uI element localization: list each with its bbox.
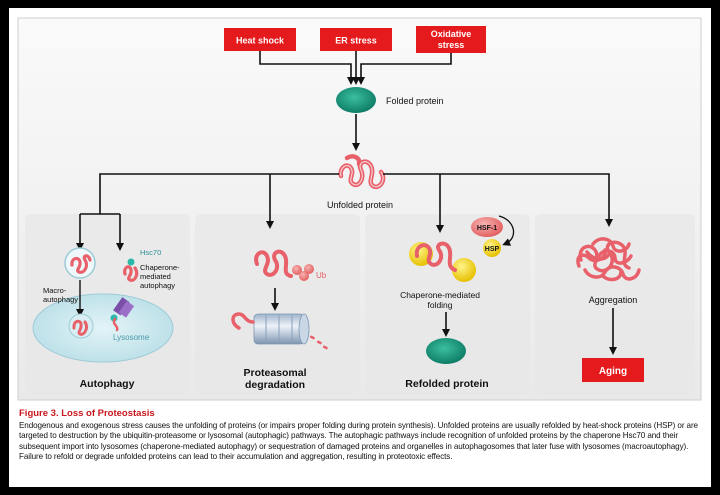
hsp-node: HSP (483, 239, 501, 257)
panel-title-proteasomal-line-1: Proteasomal (243, 367, 306, 379)
peptide-fragments (309, 335, 328, 350)
cma-label-line-3: autophagy (140, 281, 175, 290)
cma-label-line-2: mediated (140, 272, 171, 281)
aggregation-label: Aggregation (589, 295, 638, 305)
ubiquitinated-protein (254, 249, 293, 278)
aggregation-panel (535, 214, 695, 394)
unfolded-protein-highlight (340, 161, 384, 188)
macroautophagy-label-line-2: autophagy (43, 295, 78, 304)
stressor-label-line-2: stress (438, 40, 465, 50)
aggregate-shape (576, 237, 641, 282)
ubiquitin-chain (292, 264, 314, 281)
macroautophagy-label-line-1: Macro- (43, 286, 67, 295)
refolded-protein-shape (426, 338, 466, 364)
lysosome-protein (72, 319, 88, 336)
figure-frame: Heat shock ER stress Oxidative stress Fo… (9, 8, 711, 487)
panel-title-autophagy: Autophagy (80, 378, 135, 390)
caption-title: Figure 3. Loss of Proteostasis (19, 408, 155, 419)
aging-label: Aging (599, 366, 627, 377)
proteasome-shape (253, 313, 310, 345)
lamp2a-receptor (110, 297, 135, 332)
folded-protein-label: Folded protein (386, 96, 444, 106)
panel-title-refolded: Refolded protein (405, 378, 488, 390)
lysosome-label: Lysosome (113, 333, 150, 342)
proteostasis-diagram: Heat shock ER stress Oxidative stress Fo… (17, 17, 702, 401)
lysosome-shape (32, 293, 174, 363)
substrate-entering (231, 312, 255, 330)
hsc70-label: Hsc70 (140, 248, 161, 257)
refolded-panel (365, 214, 530, 394)
aging-box: Aging (582, 358, 644, 382)
chaperone-folding-label-line-2: folding (427, 300, 452, 310)
autophagosome-protein (70, 254, 92, 274)
stressor-label: Heat shock (236, 36, 285, 46)
hsc70-dot (127, 258, 135, 266)
stressor-oxidative-stress: Oxidative stress (416, 26, 486, 53)
ub-label: Ub (316, 271, 327, 280)
unfolded-protein-label: Unfolded protein (327, 200, 393, 210)
chaperone-complex (409, 241, 476, 282)
panel-title-proteasomal-line-2: degradation (245, 379, 305, 391)
hsf1-node: HSF-1 (471, 217, 503, 237)
cma-label-line-1: Chaperone- (140, 263, 180, 272)
stressor-label-line-1: Oxidative (431, 29, 472, 39)
stressor-heat-shock: Heat shock (224, 28, 296, 51)
stressor-label: ER stress (335, 36, 377, 46)
chaperone-folding-label-line-1: Chaperone-mediated (400, 290, 480, 300)
hsf1-label: HSF-1 (477, 225, 497, 232)
caption-body: Endogenous and exogenous stress causes t… (19, 421, 698, 461)
hsf1-to-hsp-arrow (498, 215, 515, 246)
folded-protein-shape (336, 87, 376, 113)
figure-caption: Figure 3. Loss of Proteostasis Endogenou… (19, 408, 705, 462)
stress-arrows (259, 51, 452, 85)
stressor-er-stress: ER stress (320, 28, 392, 51)
hsp-label: HSP (485, 246, 500, 253)
cma-protein (123, 265, 139, 282)
distribution-arrows (76, 173, 613, 251)
